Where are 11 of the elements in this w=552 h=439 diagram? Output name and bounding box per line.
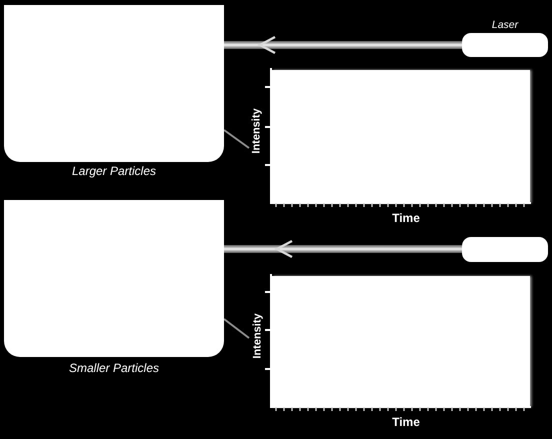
axis-title: Time bbox=[392, 416, 420, 430]
axis-title: Intensity bbox=[250, 108, 264, 154]
cuvette-caption: Smaller Particles bbox=[68, 361, 160, 376]
scattered-light-ray bbox=[223, 129, 250, 149]
scattered-light-ray bbox=[223, 318, 250, 339]
laser-beam bbox=[224, 240, 462, 258]
laser-beam bbox=[224, 36, 462, 54]
axis-title: Intensity bbox=[252, 313, 264, 359]
laser-label: Laser bbox=[492, 19, 518, 32]
axis-title: Time bbox=[392, 212, 420, 226]
cuvette-caption: Larger Particles bbox=[72, 164, 156, 178]
